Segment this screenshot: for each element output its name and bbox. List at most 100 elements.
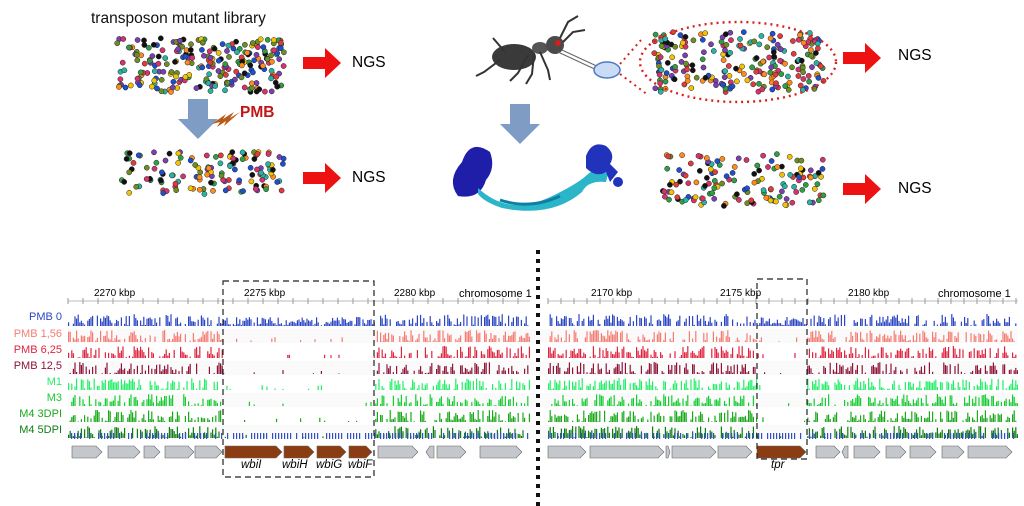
coverage-bar — [613, 379, 615, 390]
coverage-bar — [413, 421, 415, 422]
coverage-bar — [432, 325, 434, 326]
coverage-bar — [84, 324, 86, 326]
mutant-dot — [661, 188, 668, 195]
mutant-dot — [271, 47, 278, 54]
coverage-bar — [194, 339, 196, 342]
mutant-dot — [238, 74, 245, 81]
gene-arrow — [377, 445, 419, 459]
insertion-site — [902, 433, 904, 439]
coverage-bar — [976, 365, 978, 374]
coverage-bar — [93, 355, 95, 358]
coverage-bar — [341, 317, 343, 326]
coverage-bar — [898, 404, 900, 406]
coverage-bar — [117, 400, 119, 406]
coverage-bar — [202, 317, 204, 326]
coverage-bar — [469, 370, 471, 374]
insertion-site — [284, 433, 286, 439]
coverage-bar — [311, 319, 313, 326]
coverage-bar — [616, 331, 618, 342]
coverage-bar — [389, 381, 391, 390]
coverage-bar — [690, 379, 692, 390]
coverage-bar — [980, 416, 982, 422]
coverage-bar — [711, 421, 713, 422]
coverage-bar — [573, 385, 575, 390]
coverage-bar — [583, 352, 585, 358]
coverage-bar — [495, 356, 497, 358]
coverage-bar — [962, 349, 964, 358]
coverage-bar — [701, 371, 703, 374]
coverage-bar — [852, 417, 854, 422]
coverage-bar — [319, 417, 321, 422]
coverage-bar — [872, 365, 874, 374]
coverage-bar — [172, 338, 174, 342]
coverage-bar — [816, 336, 818, 342]
coverage-bar — [405, 335, 407, 342]
insertion-site — [281, 433, 283, 439]
coverage-bar — [480, 436, 482, 438]
coverage-bar — [901, 335, 903, 342]
coverage-bar — [288, 322, 290, 326]
coverage-bar — [472, 381, 474, 390]
coverage-bar — [191, 405, 193, 406]
coverage-bar — [170, 367, 172, 374]
coverage-bar — [895, 418, 897, 422]
coverage-bar — [482, 410, 484, 422]
coverage-bar — [856, 332, 858, 342]
coverage-bar — [975, 396, 977, 406]
coverage-bar — [1016, 434, 1018, 438]
coverage-bar — [572, 399, 574, 406]
coverage-bar — [178, 381, 180, 390]
mutant-dot — [731, 164, 738, 170]
coverage-bar — [559, 405, 561, 406]
coverage-bar — [664, 396, 666, 406]
coverage-bar — [730, 354, 732, 358]
coverage-bar — [701, 347, 703, 358]
coverage-bar — [599, 369, 601, 374]
coverage-bar — [1005, 322, 1007, 326]
coverage-bar — [919, 353, 921, 358]
coverage-bar — [983, 395, 985, 406]
coverage-bar — [92, 366, 94, 374]
coverage-bar — [359, 317, 361, 326]
coverage-bar — [980, 426, 982, 438]
coverage-bar — [695, 354, 697, 358]
coverage-bar — [736, 354, 738, 358]
insertion-site — [974, 433, 976, 439]
coverage-bar — [173, 333, 175, 342]
mutant-dot — [212, 83, 219, 89]
coverage-bar — [440, 428, 442, 438]
mutant-dot — [263, 186, 269, 193]
mutant-dot — [789, 199, 796, 206]
coverage-bar — [453, 324, 455, 326]
coverage-bar — [693, 364, 695, 374]
coverage-bar — [557, 384, 559, 390]
coverage-bar — [408, 353, 410, 358]
insertion-site — [512, 433, 514, 439]
coverage-bar — [200, 417, 202, 422]
coverage-bar — [746, 372, 748, 374]
coverage-bar — [333, 320, 335, 326]
mutant-dot — [721, 203, 727, 209]
coverage-bar — [88, 318, 90, 326]
coverage-bar — [693, 378, 695, 390]
coverage-bar — [898, 384, 900, 390]
coverage-bar — [556, 417, 558, 422]
coverage-bar — [748, 348, 750, 358]
coverage-bar — [424, 429, 426, 438]
coverage-bar — [79, 436, 81, 438]
coverage-bar — [416, 388, 418, 390]
coverage-bar — [484, 317, 486, 326]
coverage-bar — [684, 412, 686, 422]
coverage-bar — [999, 415, 1001, 422]
coverage-bar — [85, 366, 87, 374]
coverage-bar — [888, 388, 890, 390]
coverage-bar — [160, 416, 162, 422]
mutant-dot — [790, 38, 796, 44]
coverage-bar — [914, 367, 916, 374]
coverage-bar — [967, 412, 969, 422]
mutant-dot — [182, 53, 189, 60]
coverage-bar — [162, 388, 164, 390]
coverage-bar — [103, 405, 105, 406]
mutant-dot — [702, 183, 708, 189]
insertion-site — [836, 433, 838, 439]
